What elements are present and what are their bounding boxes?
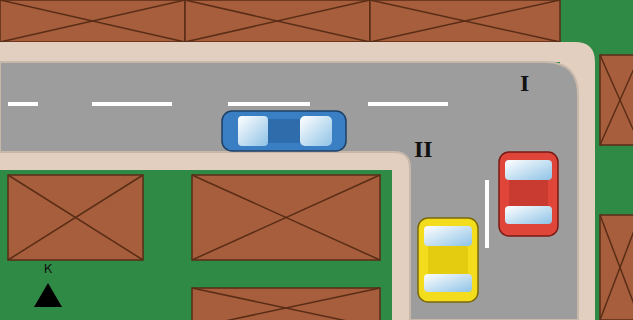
red-car — [499, 152, 558, 236]
north-label: К — [44, 263, 53, 275]
lane-number: II — [414, 137, 433, 161]
blue-car — [222, 111, 346, 151]
yellow-car — [418, 218, 478, 302]
north-arrow — [34, 283, 62, 307]
lane-number: I — [520, 71, 529, 95]
